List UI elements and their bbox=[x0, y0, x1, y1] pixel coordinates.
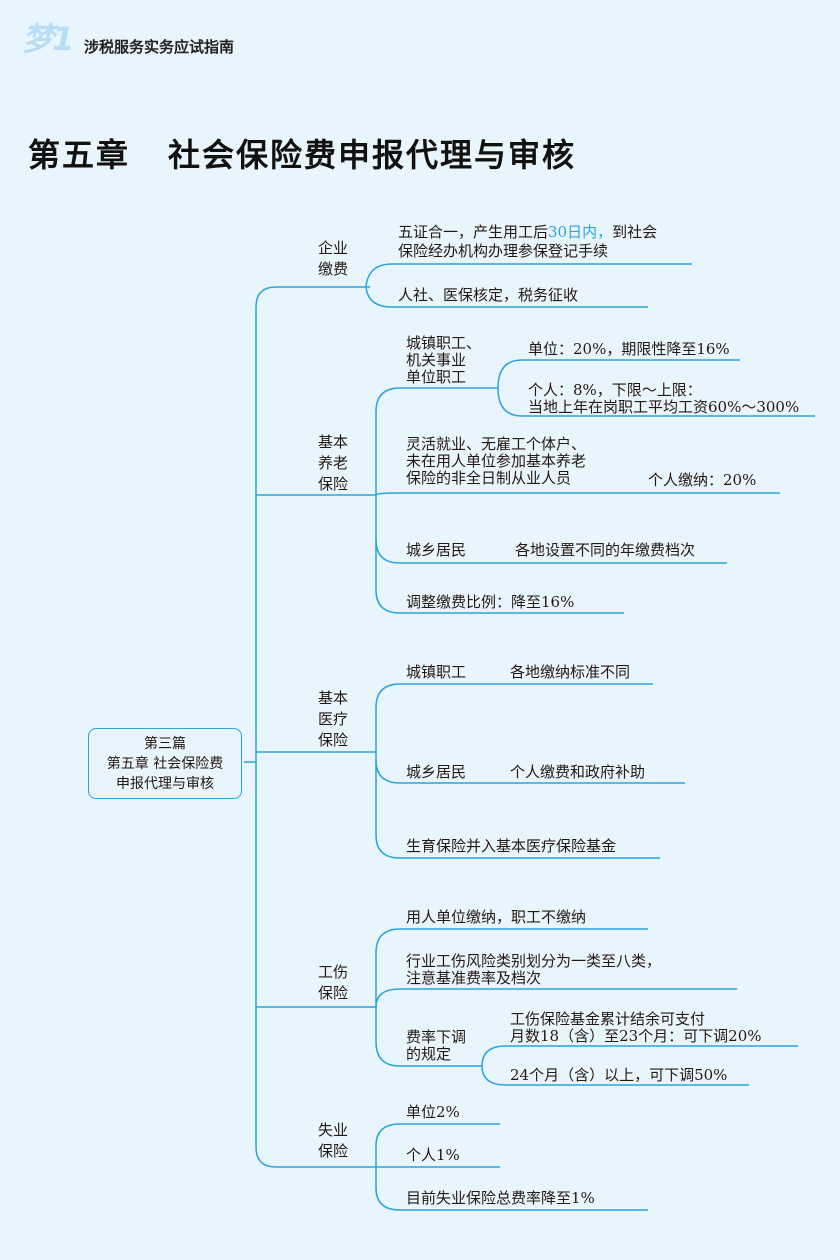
label-line: 保险 bbox=[318, 731, 349, 749]
label-line: 企业 bbox=[318, 239, 349, 257]
injury-rule-20: 工伤保险基金累计结余可支付 月数18（含）至23个月：可下调20% bbox=[510, 1011, 762, 1045]
injury-employer-pays: 用人单位缴纳，职工不缴纳 bbox=[406, 908, 587, 926]
injury-rule-50: 24个月（含）以上，可下调50% bbox=[510, 1066, 728, 1084]
branch-injury-label: 工伤 保险 bbox=[318, 962, 348, 1004]
medical-resident-label: 城乡居民 bbox=[406, 763, 467, 781]
text: 当地上年在岗职工平均工资60%～300% bbox=[528, 398, 800, 416]
text: 工伤保险基金累计结余可支付 bbox=[510, 1010, 706, 1028]
label-line: 基本 bbox=[318, 689, 349, 707]
branch-pension-label: 基本 养老 保险 bbox=[318, 432, 348, 495]
pension-urban-label: 城镇职工、 机关事业 单位职工 bbox=[406, 335, 481, 386]
text: 机关事业 bbox=[406, 351, 467, 369]
text: 费率下调 bbox=[406, 1028, 467, 1046]
text: 城镇职工、 bbox=[406, 334, 482, 352]
chapter-name: 社会保险费申报代理与审核 bbox=[168, 136, 577, 174]
book-title: 涉税服务实务应试指南 bbox=[84, 38, 235, 56]
root-chapter: 第五章 社会保险费 bbox=[106, 756, 224, 772]
pension-flexible-rate: 个人缴纳：20% bbox=[648, 471, 757, 489]
chapter-title: 第五章社会保险费申报代理与审核 bbox=[28, 130, 614, 176]
medical-urban-note: 各地缴纳标准不同 bbox=[510, 663, 631, 681]
injury-risk-classes: 行业工伤风险类别划分为一类至八类， 注意基准费率及档次 bbox=[406, 953, 661, 987]
label-line: 保险 bbox=[318, 984, 349, 1002]
text: 个人：8%，下限～上限： bbox=[528, 381, 702, 399]
unemployment-personal: 个人1% bbox=[406, 1146, 460, 1164]
highlight-deadline: 30日内， bbox=[548, 223, 613, 241]
text: 的规定 bbox=[406, 1045, 452, 1063]
injury-rate-rule-label: 费率下调 的规定 bbox=[406, 1029, 466, 1063]
pension-flexible-label: 灵活就业、无雇工个体户、 未在用人单位参加基本养老 保险的非全日制从业人员 bbox=[406, 436, 586, 487]
enterprise-item-registration: 五证合一，产生用工后30日内，到社会 bbox=[398, 224, 657, 241]
enterprise-item-collection: 人社、医保核定，税务征收 bbox=[398, 286, 579, 304]
unemployment-total: 目前失业保险总费率降至1% bbox=[406, 1189, 595, 1207]
root-title: 申报代理与审核 bbox=[116, 776, 214, 792]
label-line: 养老 bbox=[318, 454, 349, 472]
label-line: 医疗 bbox=[318, 710, 349, 728]
pension-resident-note: 各地设置不同的年缴费档次 bbox=[515, 541, 696, 559]
pension-adjust: 调整缴费比例：降至16% bbox=[406, 593, 575, 611]
text: 到社会 bbox=[612, 223, 658, 241]
enterprise-item-registration-2: 保险经办机构办理参保登记手续 bbox=[398, 242, 609, 260]
text: 单位职工 bbox=[406, 368, 467, 386]
unemployment-unit: 单位2% bbox=[406, 1103, 460, 1121]
text: 注意基准费率及档次 bbox=[406, 969, 542, 987]
pension-unit-rate: 单位：20%，期限性降至16% bbox=[528, 340, 730, 358]
series-logo: 梦1 bbox=[22, 20, 74, 58]
medical-urban-label: 城镇职工 bbox=[406, 663, 467, 681]
medical-maternity: 生育保险并入基本医疗保险基金 bbox=[406, 837, 617, 855]
root-part: 第三篇 bbox=[144, 736, 186, 752]
text: 灵活就业、无雇工个体户、 bbox=[406, 435, 587, 453]
label-line: 保险 bbox=[318, 1142, 349, 1160]
text: 月数18（含）至23个月：可下调20% bbox=[510, 1027, 762, 1045]
text: 五证合一，产生用工后 bbox=[398, 223, 549, 241]
pension-resident-label: 城乡居民 bbox=[406, 541, 467, 559]
medical-resident-note: 个人缴费和政府补助 bbox=[510, 763, 646, 781]
text: 保险的非全日制从业人员 bbox=[406, 469, 572, 487]
label-line: 基本 bbox=[318, 433, 349, 451]
label-line: 工伤 bbox=[318, 963, 349, 981]
branch-unemployment-label: 失业 保险 bbox=[318, 1120, 348, 1162]
chapter-number: 第五章 bbox=[28, 136, 131, 174]
label-line: 保险 bbox=[318, 475, 349, 493]
branch-medical-label: 基本 医疗 保险 bbox=[318, 688, 348, 751]
root-node: 第三篇 第五章 社会保险费 申报代理与审核 bbox=[88, 728, 242, 799]
text: 行业工伤风险类别划分为一类至八类， bbox=[406, 952, 662, 970]
text: 未在用人单位参加基本养老 bbox=[406, 452, 587, 470]
branch-enterprise-label: 企业 缴费 bbox=[318, 238, 348, 280]
pension-personal-rate: 个人：8%，下限～上限： 当地上年在岗职工平均工资60%～300% bbox=[528, 382, 799, 416]
label-line: 缴费 bbox=[318, 260, 349, 278]
label-line: 失业 bbox=[318, 1121, 349, 1139]
